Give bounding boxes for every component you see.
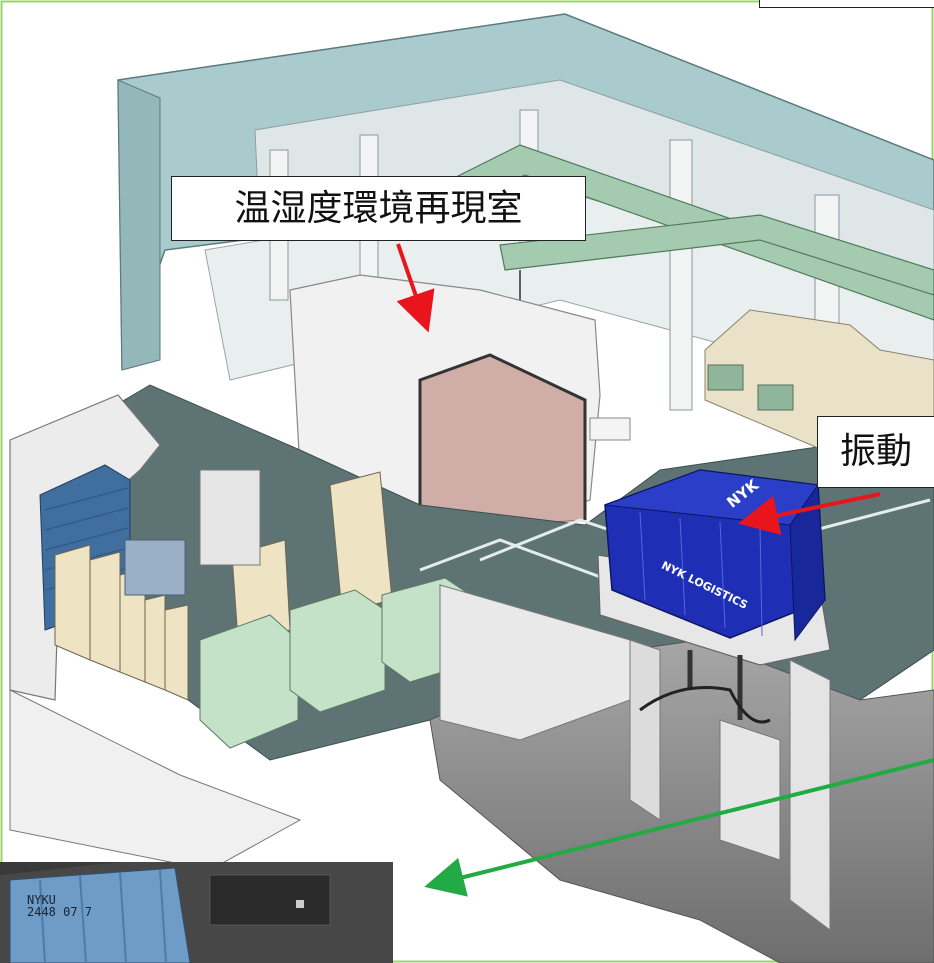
vibration-arrow: [738, 492, 881, 536]
photo-container-code-line2: 2448 07 7: [27, 905, 93, 919]
humidity-room-label: 温湿度環境再現室: [171, 176, 586, 241]
humidity-room-arrow: [396, 243, 435, 333]
photo-container-code-line1: NYKU: [27, 893, 56, 907]
photo-pointer-arrow: [424, 758, 934, 897]
top-right-box-edge: [759, 0, 934, 8]
humidity-chamber: [289, 274, 631, 526]
photo-inset: [0, 862, 393, 963]
vibration-label: 振動: [817, 416, 934, 488]
equipment-cabinets: [54, 469, 393, 701]
foundation-pit: [429, 584, 934, 963]
green-equipment-boxes: [199, 577, 476, 749]
